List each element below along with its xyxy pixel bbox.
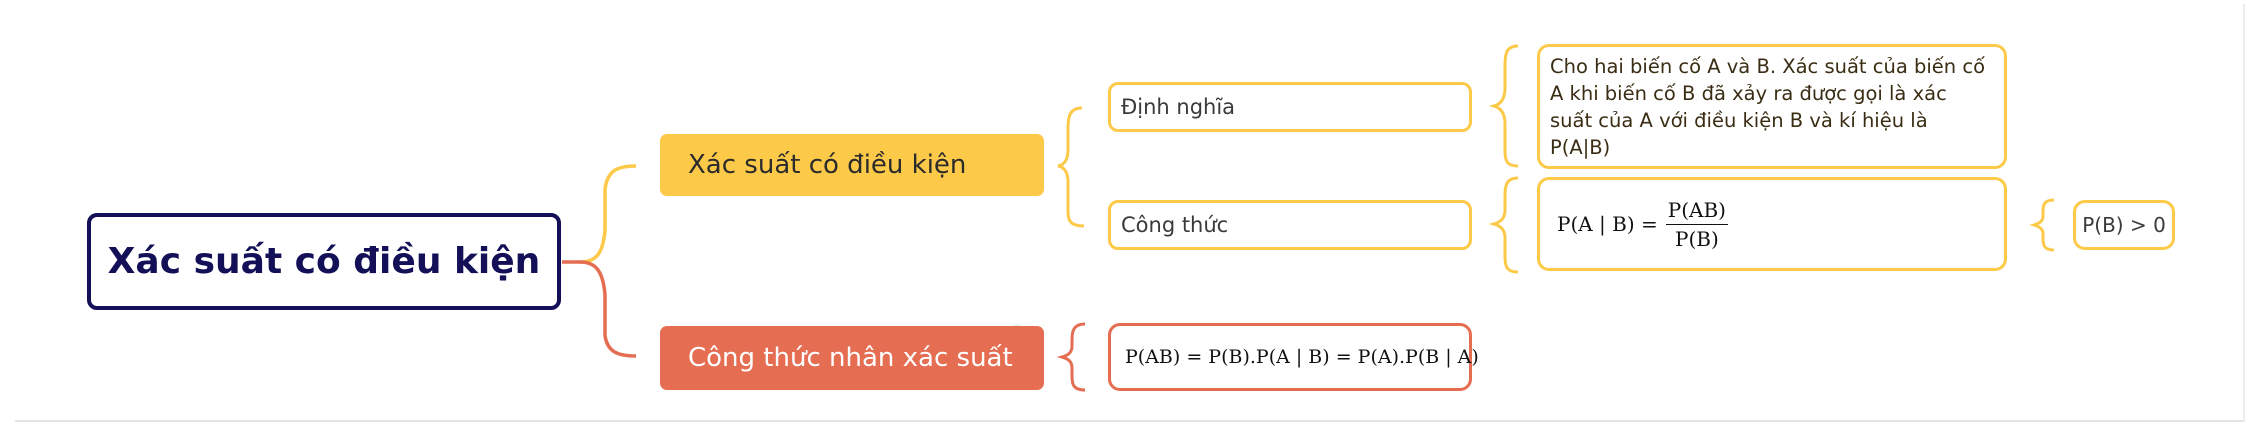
connector-root-branch1 [579, 164, 637, 264]
connector-condition-brace [2029, 198, 2055, 252]
root-label: Xác suất có điều kiện [107, 241, 541, 282]
branch-multiplication-rule[interactable]: Công thức nhân xác suất [660, 326, 1044, 390]
condition-text: P(B) > 0 [2082, 213, 2166, 237]
formula-denominator: P(B) [1675, 226, 1719, 251]
branch-label: Xác suất có điều kiện [688, 150, 967, 180]
topic-definition[interactable]: Định nghĩa [1108, 82, 1472, 132]
multiplication-formula-text: P(AB) = P(B).P(A | B) = P(A).P(B | A) [1125, 346, 1479, 368]
connector-definition-brace [1488, 44, 1519, 168]
definition-text: Cho hai biến cố A và B. Xác suất của biế… [1550, 55, 1985, 159]
formula-condition[interactable]: P(B) > 0 [2073, 200, 2175, 250]
connector-root-branch2 [579, 260, 637, 358]
topic-label: Công thức [1121, 213, 1229, 237]
topic-label: Định nghĩa [1121, 95, 1236, 119]
multiplication-formula[interactable]: P(AB) = P(B).P(A | B) = P(A).P(B | A) [1108, 323, 1479, 391]
formula-lhs: P(A | B) = [1557, 212, 1658, 236]
connector-formula-brace [1488, 176, 1519, 274]
connector-branch1-subs [1057, 106, 1085, 228]
topic-formula[interactable]: Công thức [1108, 200, 1472, 250]
conditional-probability-formula[interactable]: P(A | B) = P(AB) P(B) [1537, 177, 2007, 271]
formula-fraction: P(AB) P(B) [1665, 198, 1728, 251]
root-node[interactable]: Xác suất có điều kiện [87, 213, 561, 310]
definition-detail[interactable]: Cho hai biến cố A và B. Xác suất của biế… [1537, 44, 2007, 169]
branch-label: Công thức nhân xác suất [688, 343, 1013, 373]
branch-conditional-probability[interactable]: Xác suất có điều kiện [660, 134, 1044, 196]
formula-numerator: P(AB) [1665, 198, 1728, 225]
connector-branch2-brace [1056, 322, 1086, 392]
canvas-frame [15, 4, 2245, 422]
